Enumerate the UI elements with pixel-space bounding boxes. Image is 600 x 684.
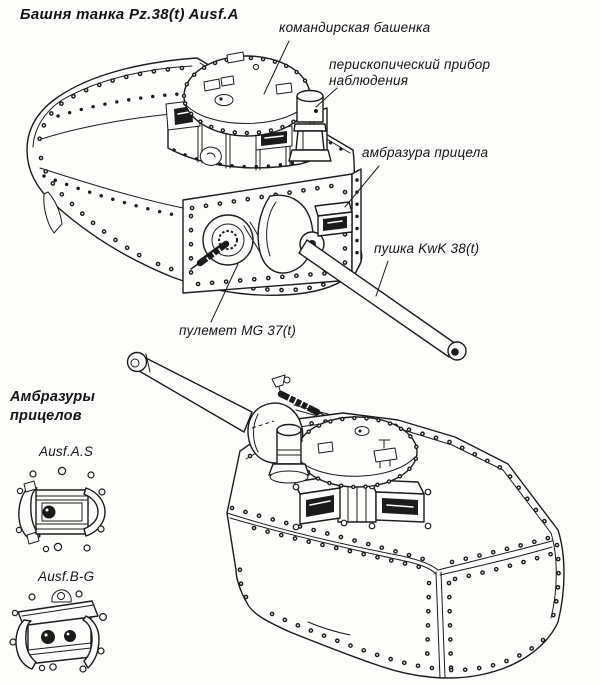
left-flange [15, 619, 37, 670]
embrasures-heading: Амбразуры прицелов [10, 389, 96, 424]
embrasure-ausf-as-drawing [15, 466, 106, 553]
label-periscope-device: перископический прибор наблюдения [329, 57, 491, 89]
sight-embrasure-box [314, 201, 353, 237]
gun-barrel [298, 239, 467, 361]
leader-mg [210, 263, 239, 323]
label-mg37: пулемет MG 37(t) [179, 323, 297, 338]
leader-periscope [315, 87, 338, 108]
right-flange [82, 615, 100, 669]
cupola-dome [181, 51, 313, 137]
sight-aperture-left [41, 630, 55, 644]
label-ausf-a-s: Ausf.A.S [39, 444, 94, 459]
left-flange [18, 485, 41, 543]
bottom-periscope-device [268, 423, 310, 484]
sight-aperture-right [64, 630, 76, 642]
embrasure-ausf-bg-drawing [9, 589, 107, 673]
label-gun-kwk38: пушка KwK 38(t) [374, 241, 480, 256]
label-commander-cupola: командирская башенка [279, 20, 431, 35]
mg-ball-mount [190, 214, 273, 270]
lifting-hook [199, 146, 222, 166]
periscope-device [288, 89, 332, 162]
leader-gun [375, 260, 389, 297]
sight-aperture [42, 505, 56, 519]
label-ausf-b-g: Ausf.B-G [38, 569, 95, 584]
leader-sight-port [344, 165, 380, 208]
side-plate [351, 168, 362, 281]
top-turret-drawing [26, 51, 467, 361]
main-box [27, 616, 92, 665]
page-title: Башня танка Pz.38(t) Ausf.A [20, 6, 239, 23]
leader-cupola [263, 40, 290, 95]
leader-lines [210, 40, 389, 323]
label-sight-embrasure: амбразура прицела [362, 145, 489, 160]
hull-flap [43, 191, 63, 234]
right-flange [83, 487, 106, 537]
bottom-cupola-dome [294, 415, 420, 490]
bottom-gun-barrel [126, 351, 253, 433]
bottom-turret-drawing [126, 351, 565, 679]
